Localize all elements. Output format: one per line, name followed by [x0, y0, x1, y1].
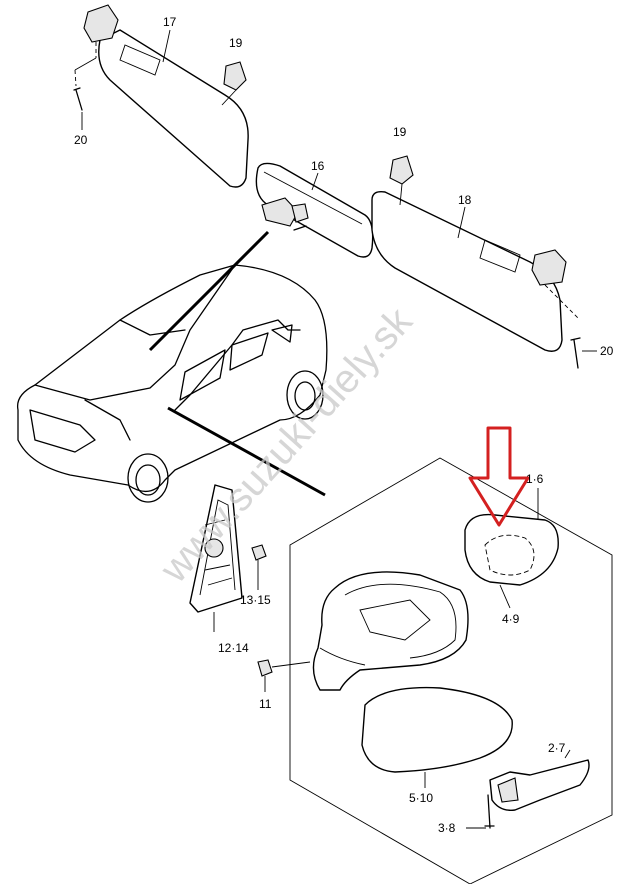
- screw-20-left[interactable]: [73, 69, 83, 111]
- mirror-cover[interactable]: [361, 686, 513, 788]
- label-2-7: 2·7: [548, 741, 566, 755]
- sun-visor-left[interactable]: [74, 4, 249, 188]
- label-17: 17: [163, 15, 177, 29]
- label-4-9: 4·9: [502, 612, 520, 626]
- label-5-10: 5·10: [409, 791, 433, 805]
- sun-visor-right[interactable]: [371, 190, 579, 352]
- nut-11[interactable]: [257, 659, 311, 692]
- highlight-arrow: [468, 426, 530, 527]
- car-illustration: [16, 230, 328, 503]
- turn-signal[interactable]: [489, 749, 590, 811]
- label-18: 18: [458, 193, 472, 207]
- label-20-left: 20: [74, 133, 88, 147]
- label-20-right: 20: [600, 344, 614, 358]
- label-1-6: 1·6: [526, 472, 544, 486]
- clip-19-right[interactable]: [389, 155, 414, 206]
- mirror-glass[interactable]: [464, 513, 559, 609]
- screw-20-right[interactable]: [570, 337, 581, 369]
- label-3-8: 3·8: [438, 821, 456, 835]
- label-19-right: 19: [393, 125, 407, 139]
- rearview-mirror[interactable]: [255, 162, 374, 258]
- watermark: www.suzuki-diely.sk: [151, 299, 421, 592]
- label-12-14: 12·14: [218, 641, 249, 655]
- mirror-garnish[interactable]: [189, 484, 243, 613]
- label-16: 16: [311, 159, 325, 173]
- label-13-15: 13·15: [240, 593, 271, 607]
- label-11: 11: [259, 697, 272, 711]
- garnish-clip[interactable]: [251, 544, 267, 590]
- mirror-housing[interactable]: [312, 571, 469, 691]
- assembly-frame: [289, 457, 613, 884]
- label-19-left: 19: [229, 36, 243, 50]
- screw-signal[interactable]: [484, 794, 495, 829]
- clip-19-left[interactable]: [221, 61, 247, 106]
